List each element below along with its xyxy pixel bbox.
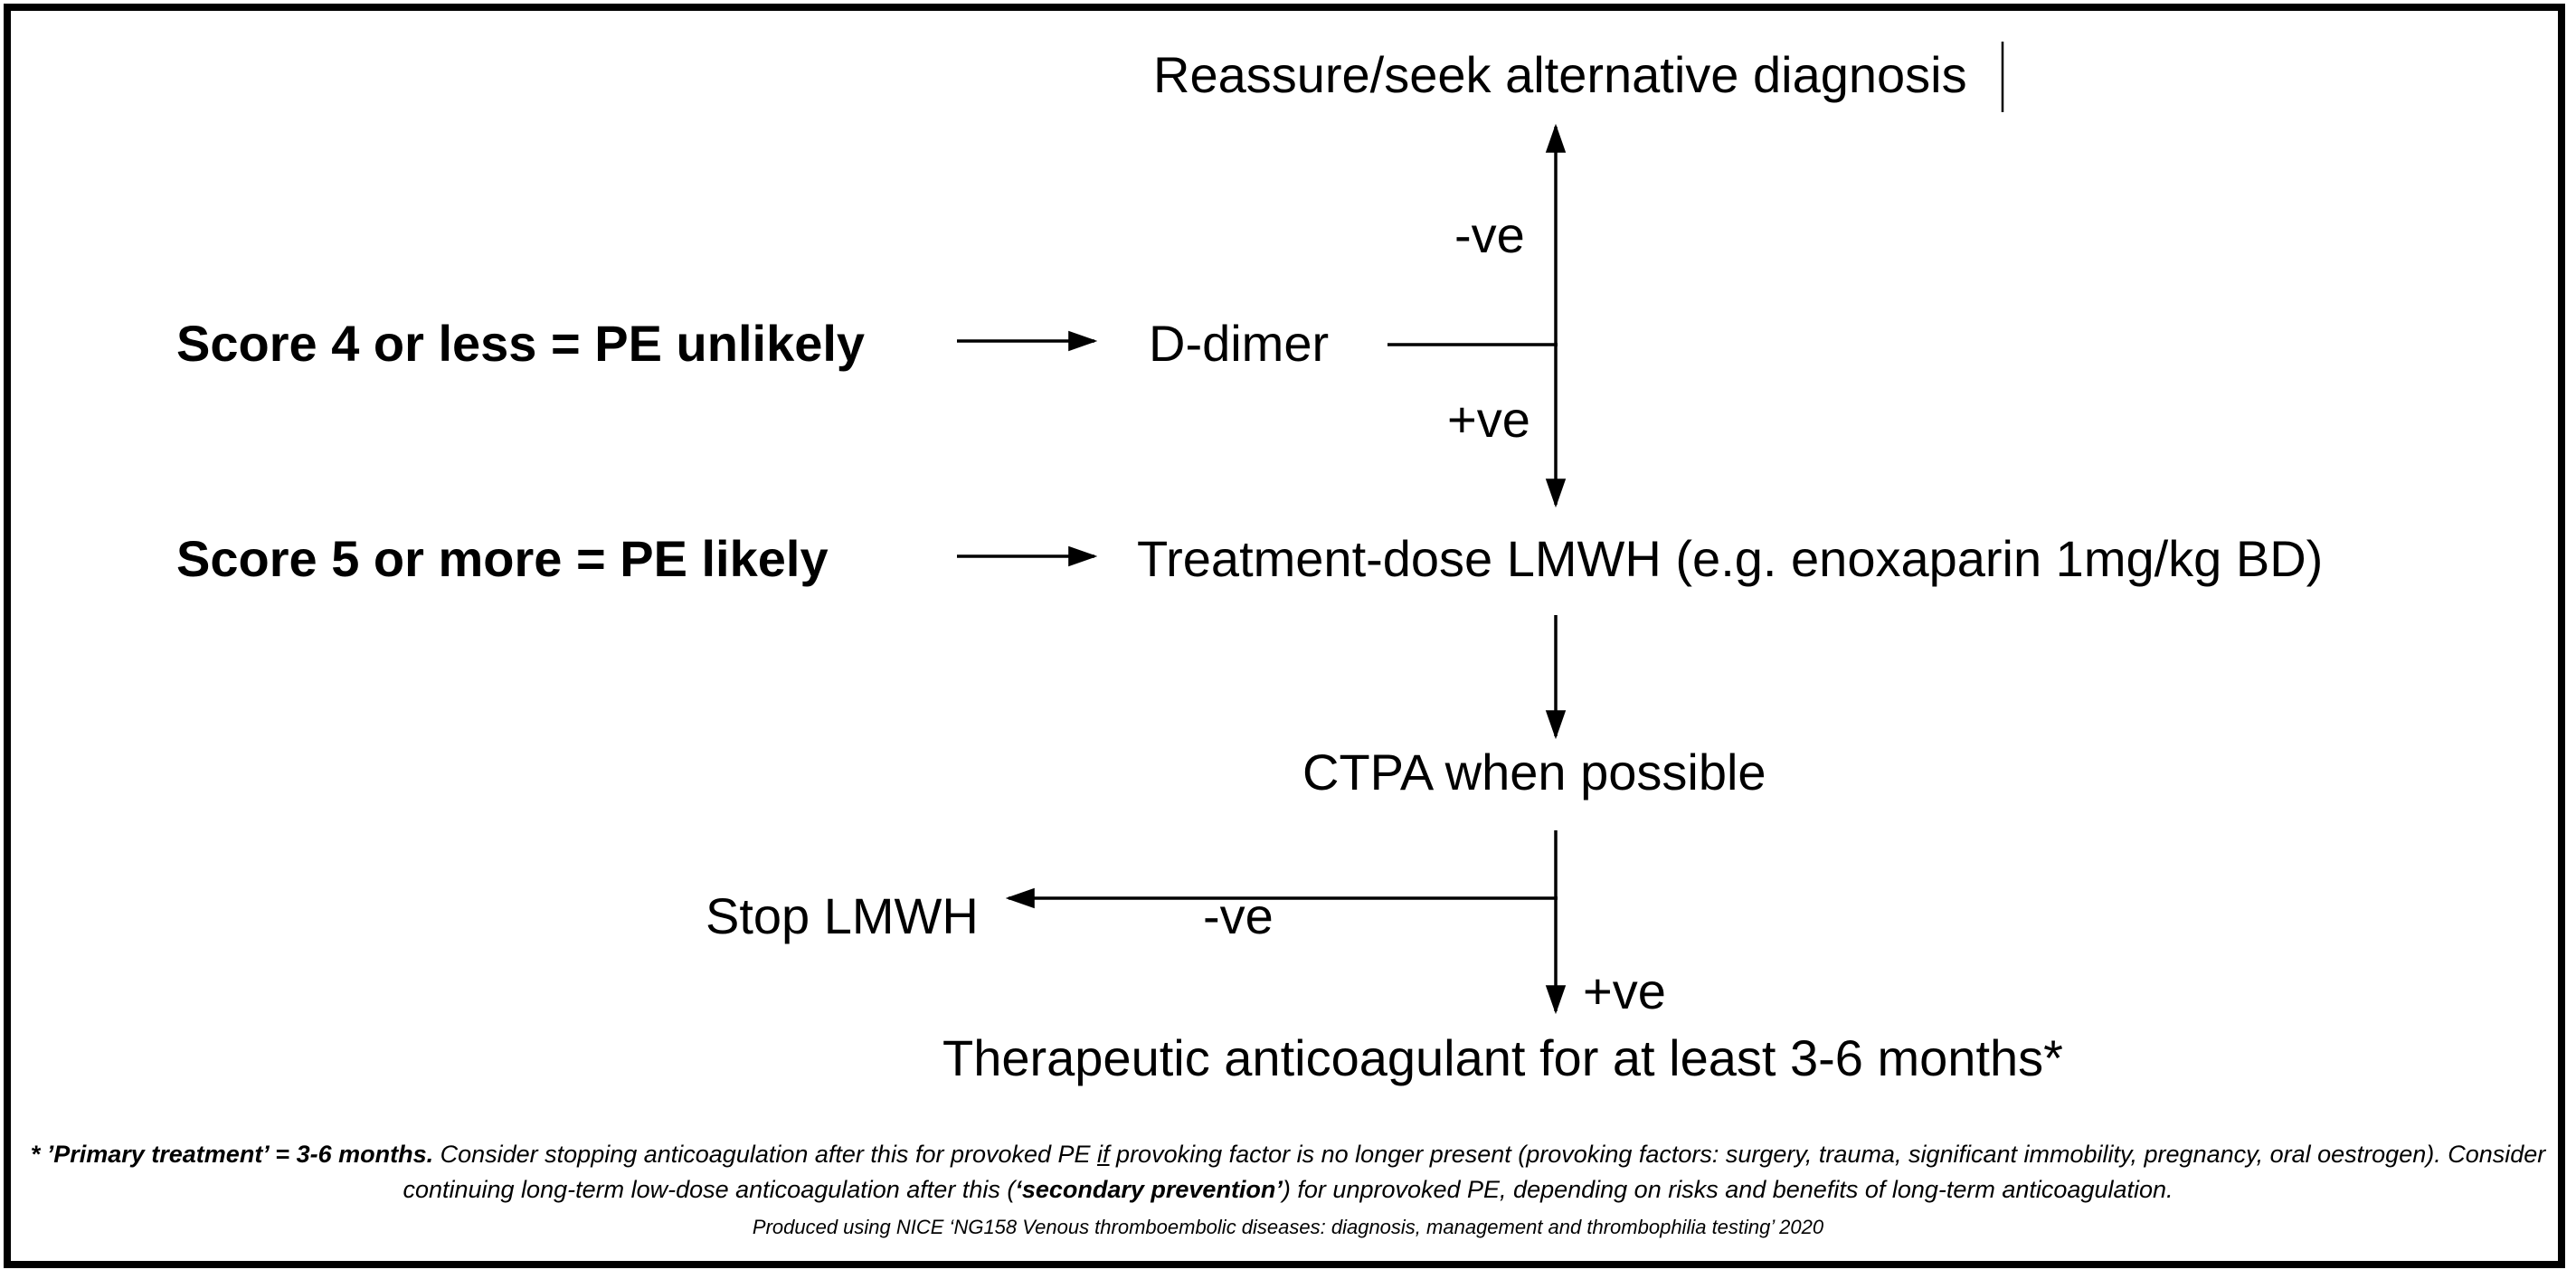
- footnote-secondary-prevention: ‘secondary prevention’: [1015, 1176, 1283, 1204]
- footnote-text-1: Consider stopping anticoagulation after …: [433, 1141, 1098, 1168]
- node-score-high: Score 5 or more = PE likely: [176, 530, 829, 587]
- node-reassure: Reassure/seek alternative diagnosis: [1153, 46, 1967, 103]
- footnote-text-2: provoking factor is no longer present (p…: [402, 1141, 2546, 1204]
- edge-label-ctpa-neg: -ve: [1203, 887, 1274, 944]
- node-therapeutic: Therapeutic anticoagulant for at least 3…: [942, 1029, 2063, 1086]
- source-credit: Produced using NICE ‘NG158 Venous thromb…: [752, 1216, 1824, 1238]
- node-lmwh: Treatment-dose LMWH (e.g. enoxaparin 1mg…: [1137, 530, 2324, 587]
- node-ddimer: D-dimer: [1149, 315, 1330, 372]
- node-ctpa: CTPA when possible: [1302, 744, 1766, 801]
- edge-label-ctpa-pos: +ve: [1583, 962, 1666, 1019]
- footnote-underlined-if: if: [1097, 1141, 1110, 1168]
- node-stop-lmwh: Stop LMWH: [706, 887, 979, 944]
- edge-label-ddimer-neg: -ve: [1454, 206, 1525, 263]
- footnote-text-3: ) for unprovoked PE, depending on risks …: [1282, 1176, 2174, 1204]
- diagram-border: [4, 4, 2565, 1268]
- footnote-primary-treatment: * ’Primary treatment’ = 3-6 months.: [30, 1141, 434, 1168]
- footnote: * ’Primary treatment’ = 3-6 months. Cons…: [27, 1137, 2549, 1208]
- edge-label-ddimer-pos: +ve: [1447, 391, 1530, 448]
- node-score-low: Score 4 or less = PE unlikely: [176, 315, 866, 372]
